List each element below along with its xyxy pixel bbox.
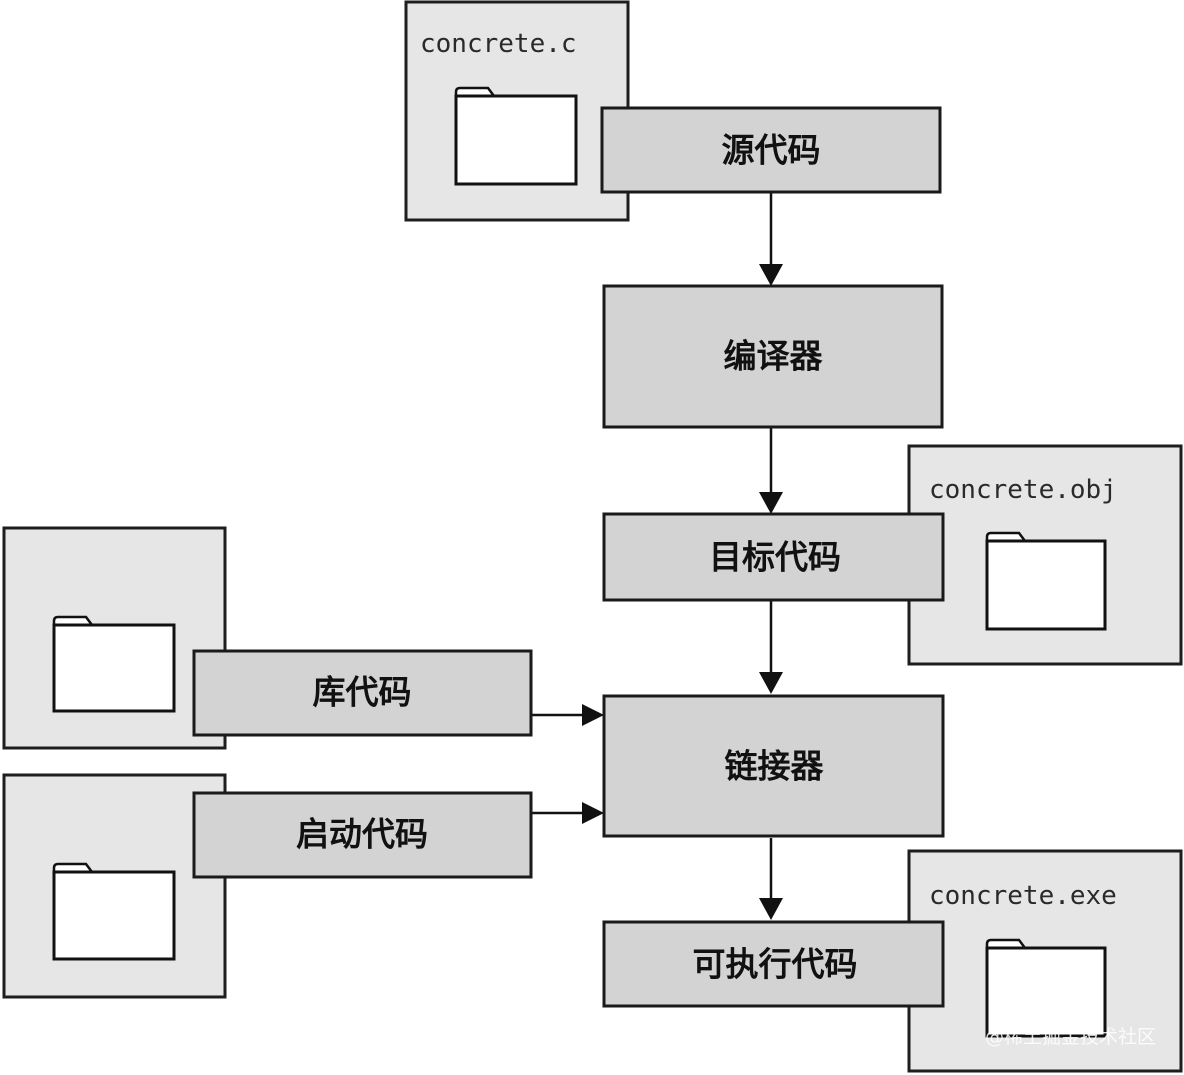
step-startup-code-label: 启动代码 — [296, 815, 428, 854]
step-executable-code: 可执行代码 — [602, 920, 945, 1008]
source-file-name: concrete.c — [420, 29, 577, 59]
folder-icon — [985, 938, 1107, 1038]
startup-file-panel — [2, 773, 227, 999]
connector-linker-to-executable — [759, 838, 783, 920]
connector-library-to-linker — [531, 704, 604, 726]
folder-icon — [454, 86, 578, 186]
step-linker-label: 链接器 — [725, 747, 825, 786]
watermark-text: @稀土掘金技术社区 — [985, 1026, 1156, 1048]
step-linker: 链接器 — [602, 694, 945, 838]
executable-file-panel: concrete.exe — [907, 849, 1183, 1073]
step-library-code: 库代码 — [192, 649, 533, 737]
connector-compiler-to-object — [759, 428, 783, 514]
connector-object-to-linker — [759, 601, 783, 694]
step-startup-code: 启动代码 — [192, 791, 533, 879]
object-file-name: concrete.obj — [929, 475, 1117, 505]
step-library-code-label: 库代码 — [313, 673, 412, 712]
source-file-panel: concrete.c — [404, 0, 630, 222]
folder-icon — [985, 531, 1107, 631]
step-compiler-label: 编译器 — [724, 337, 824, 376]
folder-icon — [52, 862, 176, 961]
step-source-code: 源代码 — [600, 106, 942, 194]
executable-file-name: concrete.exe — [929, 881, 1117, 911]
connector-source-to-compiler — [759, 193, 783, 286]
library-file-panel — [2, 526, 227, 750]
step-object-code: 目标代码 — [602, 512, 945, 602]
connector-startup-to-linker — [531, 802, 604, 824]
folder-icon — [52, 615, 176, 713]
step-source-code-label: 源代码 — [722, 131, 821, 170]
step-compiler: 编译器 — [602, 284, 944, 429]
object-file-panel: concrete.obj — [907, 444, 1183, 666]
step-object-code-label: 目标代码 — [709, 538, 841, 577]
step-executable-code-label: 可执行代码 — [693, 945, 858, 984]
